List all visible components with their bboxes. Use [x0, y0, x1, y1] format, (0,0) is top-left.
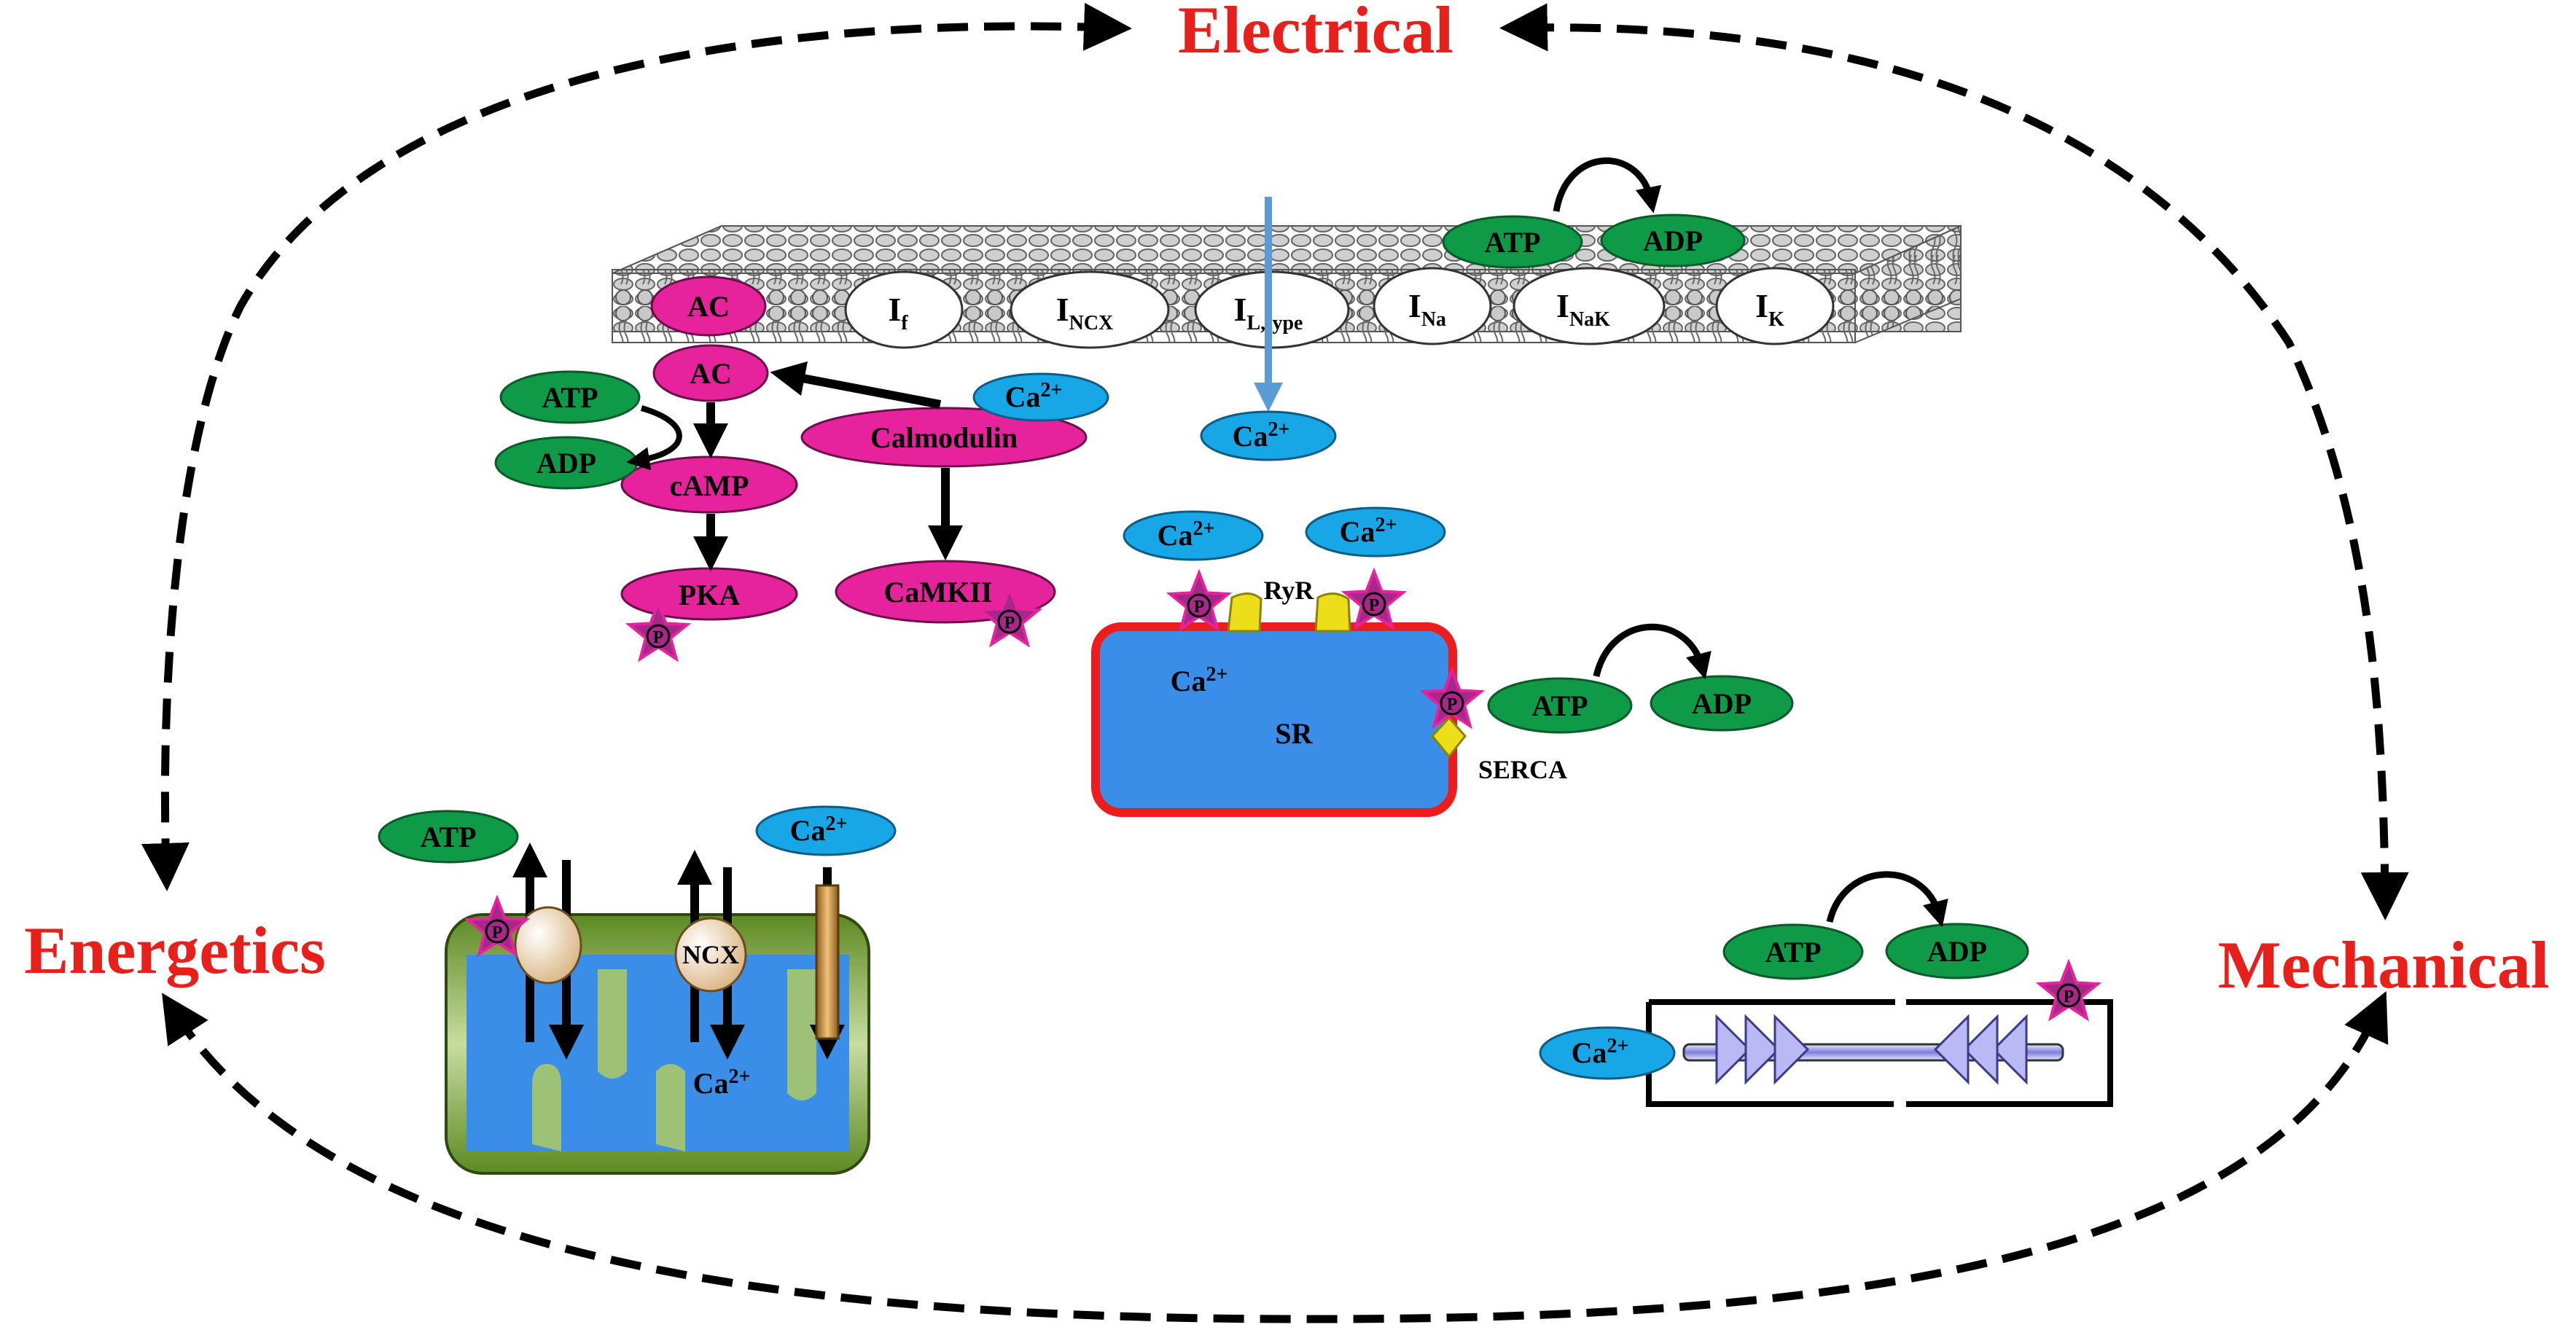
svg-text:ATP: ATP	[1531, 689, 1588, 722]
svg-text:ATP: ATP	[542, 381, 598, 414]
ion-channel-inak: INaK	[1513, 267, 1666, 345]
ac-node: AC	[652, 344, 769, 402]
svg-text:If: If	[888, 291, 908, 335]
mitochondrion: Ca2+	[445, 913, 870, 1175]
phosphate-star-icon: P	[1418, 666, 1486, 729]
sarcomere-calcium-node: Ca2+	[1539, 1026, 1676, 1080]
svg-text:ADP: ADP	[1927, 935, 1987, 968]
phosphate-star-icon: P	[625, 599, 692, 662]
ryr-label: RyR	[1264, 576, 1315, 605]
svg-text:SR: SR	[1275, 717, 1313, 750]
phosphate-star-icon: P	[464, 894, 531, 958]
phosphate-label: P	[1194, 598, 1205, 617]
phosphate-star-group: P P P P P P P	[464, 567, 2102, 1022]
svg-text:Ca2+: Ca2+	[1158, 517, 1215, 552]
phosphate-star-icon: P	[976, 584, 1043, 648]
pka-node: PKA	[620, 567, 798, 621]
svg-text:CaMKII: CaMKII	[884, 576, 993, 609]
svg-text:AC: AC	[690, 357, 732, 390]
ion-channel-ik: IK	[1715, 267, 1835, 345]
ion-channel-incx: INCX	[1010, 270, 1170, 349]
ion-channel-if: If	[844, 270, 964, 349]
phosphate-star-icon: P	[1166, 568, 1233, 632]
energetics-label: Energetics	[24, 913, 326, 987]
serca-adp-node: ADP	[1650, 675, 1794, 732]
phosphate-label: P	[2064, 987, 2075, 1006]
serca-curved-arrow	[1593, 623, 1712, 680]
camp-node: cAMP	[620, 455, 798, 514]
calmodulin-node: Calmodulin	[800, 407, 1088, 468]
phosphate-label: P	[653, 628, 664, 647]
mito-calcium-node: Ca2+	[755, 805, 897, 856]
svg-text:Ca2+: Ca2+	[693, 1065, 751, 1100]
svg-text:cAMP: cAMP	[670, 469, 749, 502]
svg-text:Ca2+: Ca2+	[1340, 514, 1397, 548]
svg-text:NCX: NCX	[682, 940, 739, 969]
mito-atp-node: ATP	[378, 810, 519, 864]
energetics-to-mechanical-arrow	[162, 991, 2389, 1323]
ryr-channel	[1227, 592, 1351, 633]
dashed-cycle-arrow-icon	[141, 2, 2409, 1323]
svg-text:INCX: INCX	[1056, 291, 1114, 335]
svg-text:AC: AC	[687, 290, 730, 323]
phosphate-label: P	[1447, 695, 1458, 714]
phosphate-label: P	[1004, 614, 1015, 633]
svg-text:PKA: PKA	[679, 579, 741, 611]
sr-calcium-node-right: Ca2+	[1305, 506, 1446, 558]
phosphate-star-icon: P	[2035, 958, 2102, 1022]
svg-text:Calmodulin: Calmodulin	[870, 421, 1018, 454]
nak-curved-arrow	[1553, 157, 1662, 214]
sarcomere-icon	[1646, 999, 2113, 1107]
phosphate-label: P	[1369, 596, 1380, 615]
svg-text:Ca2+: Ca2+	[790, 813, 848, 847]
svg-text:IL,type: IL,type	[1234, 291, 1303, 335]
camkii-node: CaMKII	[835, 560, 1056, 624]
cascade-arrows	[626, 361, 963, 571]
svg-text:Ca2+: Ca2+	[1171, 663, 1228, 697]
svg-text:INa: INa	[1408, 287, 1446, 331]
svg-text:Ca2+: Ca2+	[1233, 418, 1290, 453]
mcu-bead	[514, 906, 582, 985]
mechanical-label: Mechanical	[2218, 928, 2550, 1002]
ltype-calcium-node: Ca2+	[1200, 410, 1337, 461]
sarcomere-adp-node: ADP	[1885, 923, 2029, 979]
phosphate-star-icon: P	[1340, 567, 1408, 630]
electrical-to-mechanical-arrow	[1499, 3, 2409, 920]
phosphate-label: P	[492, 923, 503, 942]
mito-channel-tube	[815, 884, 840, 1040]
nak-adp-node: ADP	[1600, 214, 1746, 267]
ac-membrane-node: AC	[650, 275, 767, 337]
svg-text:INaK: INaK	[1556, 287, 1610, 331]
serca-atp-node: ATP	[1487, 677, 1633, 734]
nak-atp-node: ATP	[1442, 215, 1583, 269]
serca-label: SERCA	[1478, 755, 1567, 784]
svg-text:Ca2+: Ca2+	[1572, 1035, 1629, 1069]
svg-text:ADP: ADP	[536, 447, 596, 480]
sarcomere-atp-node: ATP	[1722, 923, 1864, 980]
sarcomere-curved-arrow	[1826, 871, 1948, 928]
ncx-bead: NCX	[674, 917, 747, 993]
electrical-label: Electrical	[1178, 0, 1453, 67]
svg-text:ATP: ATP	[1765, 936, 1821, 969]
svg-text:Ca2+: Ca2+	[1005, 379, 1063, 413]
cascade-adp-node: ADP	[494, 436, 639, 490]
svg-text:ATP: ATP	[1484, 226, 1540, 259]
sarcoplasmic-reticulum: SR Ca2+	[1091, 622, 1457, 817]
ion-channel-ina: INa	[1373, 267, 1492, 345]
sr-calcium-node-left: Ca2+	[1123, 510, 1264, 561]
cascade-atp-node: ATP	[499, 370, 641, 424]
svg-text:ADP: ADP	[1692, 687, 1752, 720]
svg-text:ADP: ADP	[1643, 224, 1703, 257]
svg-text:IK: IK	[1755, 287, 1784, 331]
calmodulin-calcium-node: Ca2+	[972, 372, 1109, 422]
svg-text:ATP: ATP	[420, 821, 476, 853]
serca-pump	[1431, 716, 1467, 759]
